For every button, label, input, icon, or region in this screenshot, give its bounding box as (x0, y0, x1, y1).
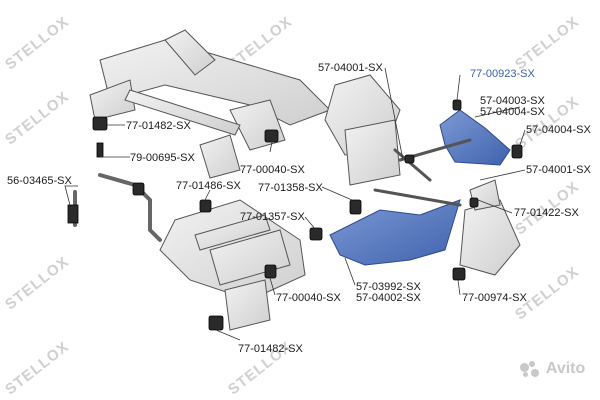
part-label: 57-04001-SX (318, 62, 383, 74)
part-label: 77-00040-SX (276, 292, 341, 304)
part-label: 77-00974-SX (462, 292, 527, 304)
part-label: 57-04003-SX (480, 95, 545, 107)
avito-logo-icon (520, 360, 542, 377)
part-label: 57-04001-SX (526, 164, 591, 176)
part-label: 57-04002-SX (356, 292, 421, 304)
part-label: 57-04004-SX (480, 106, 545, 118)
bushings (67, 99, 523, 331)
part-label: 57-04004-SX (526, 124, 591, 136)
part-label: 56-03465-SX (7, 175, 72, 187)
avito-wordmark: Avito (545, 360, 586, 377)
part-label: 77-01482-SX (126, 120, 191, 132)
part-label: 77-01482-SX (238, 343, 303, 355)
part-label: 77-00040-SX (240, 164, 305, 176)
upper-arm-highlighted (439, 109, 511, 166)
part-label: 57-03992-SX (356, 281, 421, 293)
leader-lines (64, 67, 526, 341)
upper-subframe (89, 29, 331, 179)
avito-watermark: Avito (520, 360, 585, 378)
lower-arm-highlighted (329, 199, 461, 266)
part-label: 77-01357-SX (240, 211, 305, 223)
right-carrier (324, 74, 521, 276)
part-label: 77-01486-SX (176, 180, 241, 192)
part-label: 77-01358-SX (258, 182, 323, 194)
stabilizer-bar (73, 173, 162, 242)
part-label: 79-00695-SX (130, 152, 195, 164)
part-label-highlighted: 77-00923-SX (470, 68, 535, 80)
part-label: 77-01422-SX (514, 207, 579, 219)
